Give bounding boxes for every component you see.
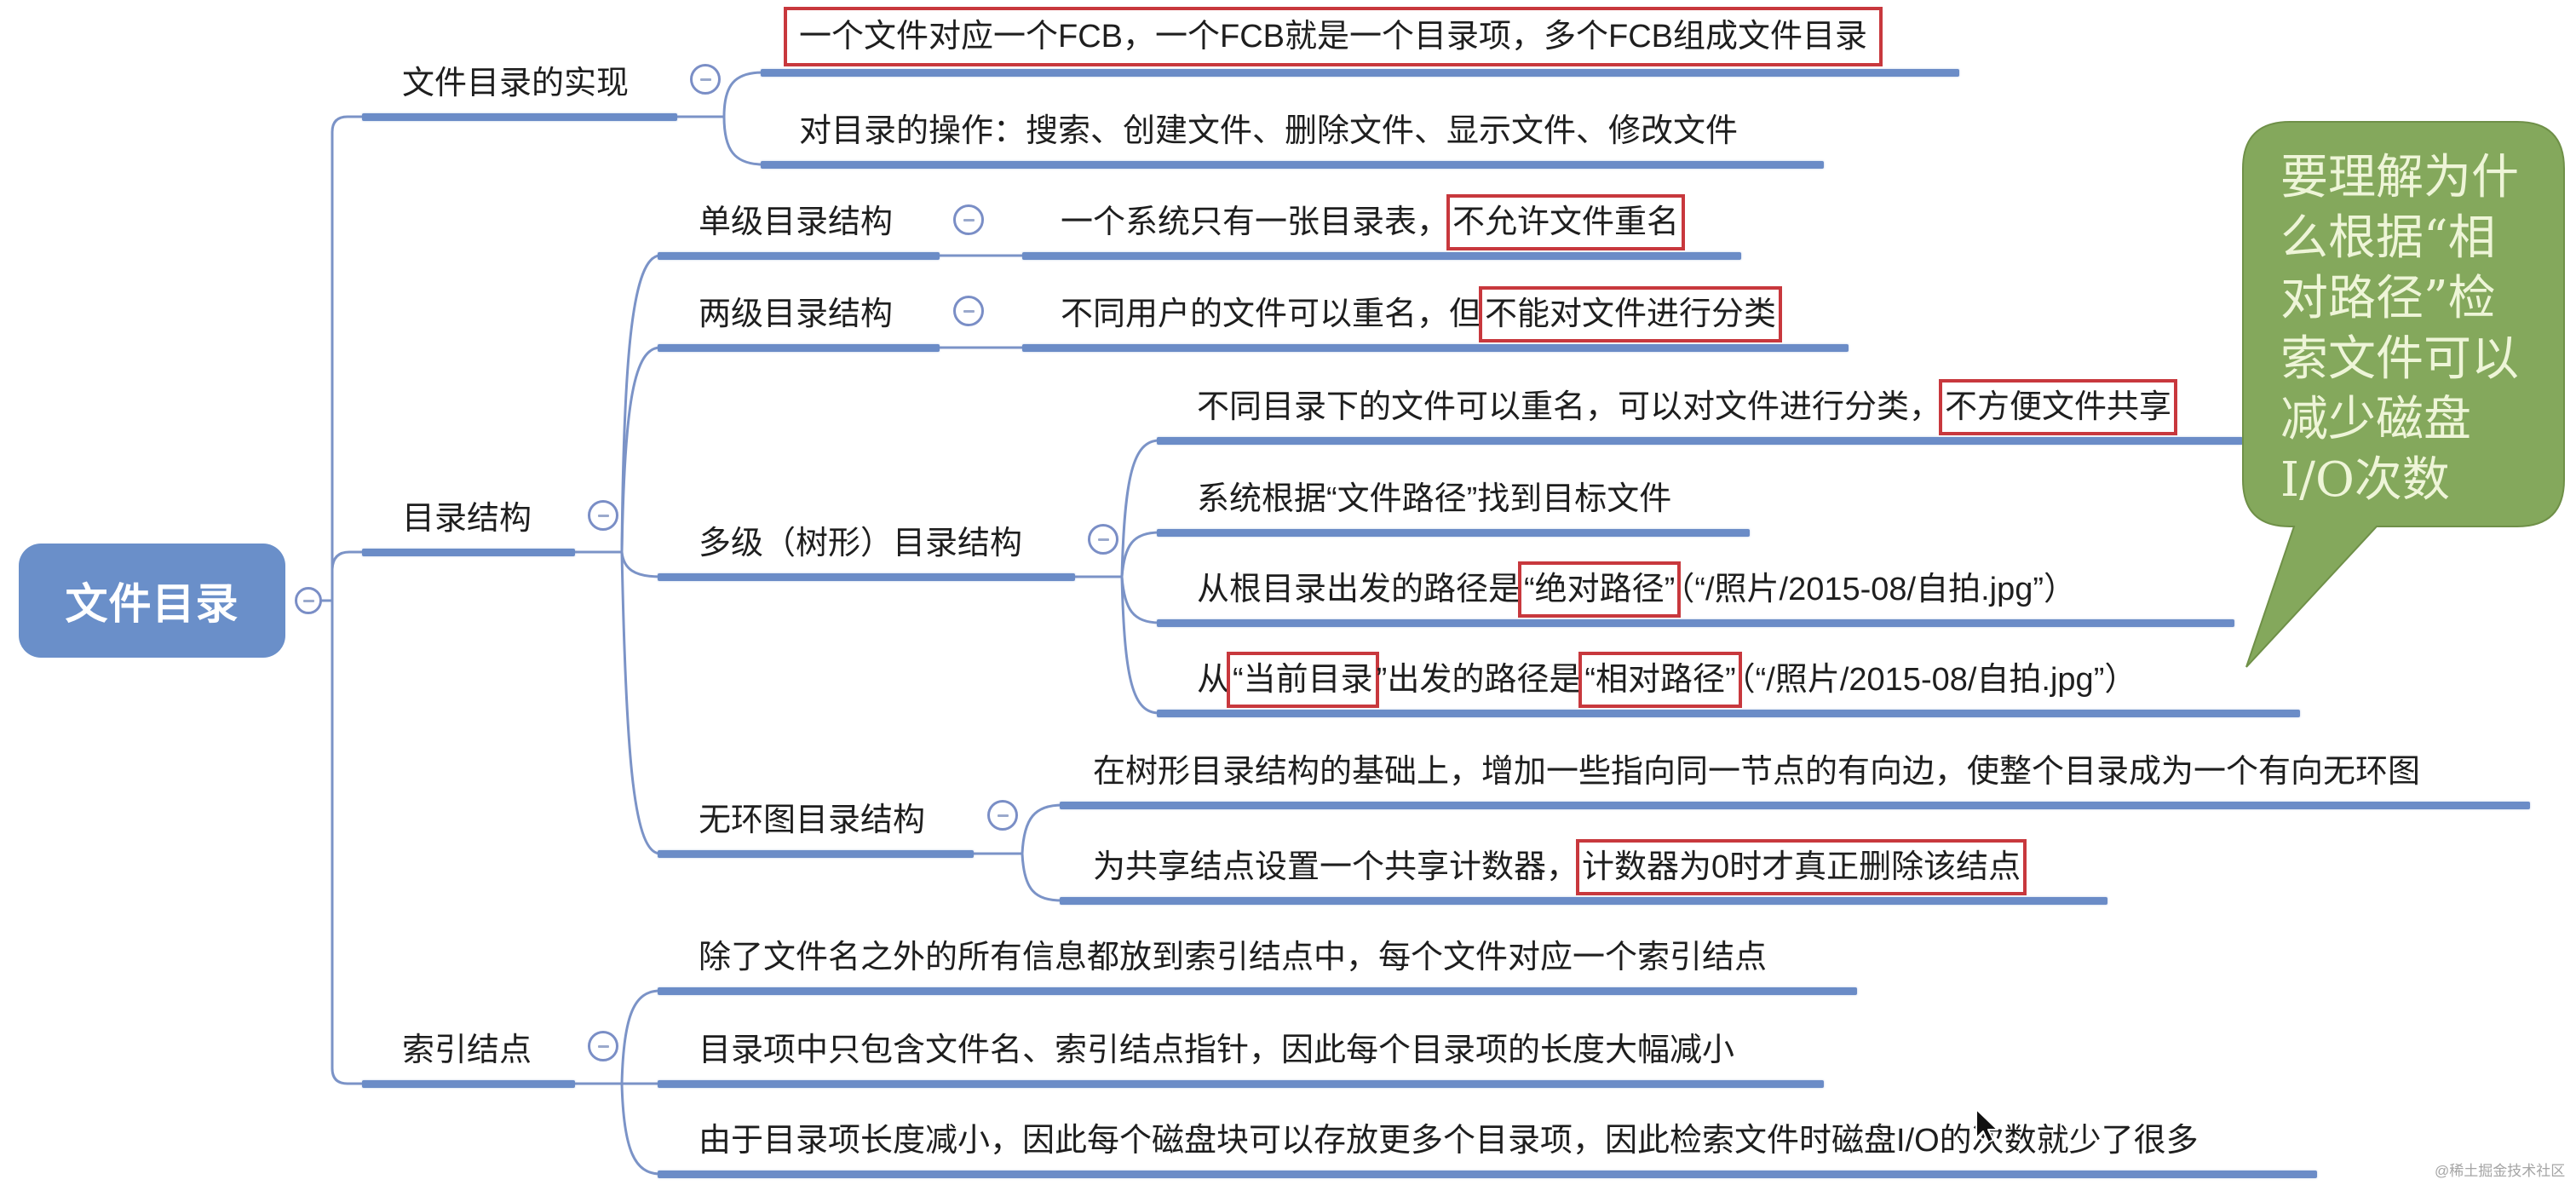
topic-underline — [658, 252, 940, 260]
topic-underline — [658, 344, 940, 352]
topic-underline — [658, 1080, 1824, 1088]
topic-index-node-detail-2[interactable]: 目录项中只包含文件名、索引结点指针，因此每个目录项的长度大幅减小 — [699, 1033, 1735, 1068]
root-topic[interactable]: 文件目录 — [19, 544, 285, 658]
topic-underline — [1022, 252, 1741, 260]
topic-fcb-definition[interactable]: 一个文件对应一个FCB，一个FCB就是一个目录项，多个FCB组成文件目录 — [784, 7, 1883, 66]
topic-underline — [1060, 897, 2107, 905]
minus-circle-icon — [1097, 538, 1109, 541]
root-collapse-toggle[interactable] — [295, 587, 322, 614]
highlight-box: “当前目录 — [1227, 652, 1379, 708]
topic-underline — [1157, 529, 1750, 537]
topic-two-level[interactable]: 两级目录结构 — [699, 296, 894, 332]
topic-acyclic-graph[interactable]: 无环图目录结构 — [699, 802, 926, 838]
highlight-box: 不允许文件重名 — [1446, 194, 1686, 250]
callout-line: 对路径”检 — [2280, 271, 2496, 326]
highlight-box: “绝对路径” — [1518, 561, 1682, 618]
text-segment: （“/照片/2015-08/自拍.jpg”） — [1739, 662, 2137, 698]
collapse-toggle[interactable] — [690, 64, 721, 95]
collapse-toggle[interactable] — [588, 500, 618, 531]
text-segment: 从 — [1197, 662, 1230, 698]
callout-line: 么根据“相 — [2280, 210, 2496, 266]
topic-underline — [761, 69, 1959, 77]
text-segment: ”出发的路径是 — [1376, 662, 1582, 698]
minus-circle-icon — [597, 514, 609, 517]
topic-underline — [658, 987, 1857, 995]
callout-text: 要理解为什 么根据“相 对路径”检 索文件可以 减少磁盘 I/O次数 — [2280, 147, 2553, 510]
callout-line: 减少磁盘 — [2280, 392, 2471, 447]
topic-multi-level-detail-1[interactable]: 不同目录下的文件可以重名，可以对文件进行分类，不方便文件共享 — [1197, 379, 2178, 435]
text-segment: （“/照片/2015-08/自拍.jpg”） — [1678, 572, 2077, 607]
topic-acyclic-detail-2[interactable]: 为共享结点设置一个共享计数器，计数器为0时才真正删除该结点 — [1093, 839, 2027, 895]
root-topic-label: 文件目录 — [65, 580, 239, 628]
highlight-box: “相对路径” — [1578, 652, 1742, 708]
collapse-toggle[interactable] — [987, 800, 1018, 831]
topic-underline — [658, 573, 1075, 581]
topic-underline — [658, 1171, 2317, 1178]
topic-index-node[interactable]: 索引结点 — [402, 1033, 532, 1068]
collapse-toggle[interactable] — [953, 204, 984, 235]
topic-underline — [1022, 344, 1849, 352]
callout-line: 要理解为什 — [2280, 150, 2519, 205]
mouse-pointer-icon — [1975, 1108, 1998, 1143]
minus-circle-icon — [963, 309, 975, 313]
watermark: @稀土掘金技术社区 — [2435, 1163, 2566, 1179]
callout-line: I/O次数 — [2280, 452, 2450, 508]
topic-underline — [658, 850, 974, 858]
text-segment: 一个系统只有一张目录表， — [1061, 204, 1450, 240]
text-segment: 不同用户的文件可以重名，但 — [1061, 296, 1482, 332]
topic-file-directory-implementation[interactable]: 文件目录的实现 — [402, 66, 630, 101]
minus-circle-icon — [997, 814, 1009, 817]
topic-multi-level-detail-3[interactable]: 从根目录出发的路径是“绝对路径”（“/照片/2015-08/自拍.jpg”） — [1197, 561, 2077, 618]
topic-underline — [1157, 619, 2234, 627]
minus-circle-icon — [963, 218, 975, 221]
topic-multi-level-detail-4[interactable]: 从“当前目录”出发的路径是“相对路径”（“/照片/2015-08/自拍.jpg”… — [1197, 652, 2137, 708]
minus-circle-icon — [699, 78, 711, 81]
minus-circle-icon — [597, 1044, 609, 1048]
topic-underline — [1060, 802, 2530, 809]
topic-multi-level-detail-2[interactable]: 系统根据“文件路径”找到目标文件 — [1197, 481, 1672, 517]
highlight-box: 不方便文件共享 — [1939, 379, 2178, 435]
topic-underline — [1157, 710, 2300, 717]
topic-single-level-detail[interactable]: 一个系统只有一张目录表，不允许文件重名 — [1061, 194, 1686, 250]
collapse-toggle[interactable] — [1088, 524, 1118, 555]
topic-directory-operations[interactable]: 对目录的操作：搜索、创建文件、删除文件、显示文件、修改文件 — [799, 113, 1739, 149]
topic-underline — [1157, 437, 2243, 445]
topic-underline — [362, 113, 677, 121]
collapse-toggle[interactable] — [953, 296, 984, 326]
topic-acyclic-detail-1[interactable]: 在树形目录结构的基础上，增加一些指向同一节点的有向边，使整个目录成为一个有向无环… — [1093, 754, 2421, 790]
collapse-toggle[interactable] — [588, 1031, 618, 1061]
topic-single-level[interactable]: 单级目录结构 — [699, 204, 894, 240]
highlight-box: 计数器为0时才真正删除该结点 — [1576, 839, 2027, 895]
text-segment: 为共享结点设置一个共享计数器， — [1093, 849, 1579, 885]
callout-line: 索文件可以 — [2280, 331, 2519, 387]
topic-underline — [362, 549, 575, 556]
topic-underline — [761, 161, 1824, 169]
topic-underline — [362, 1080, 575, 1088]
topic-two-level-detail[interactable]: 不同用户的文件可以重名，但不能对文件进行分类 — [1061, 286, 1783, 342]
topic-index-node-detail-1[interactable]: 除了文件名之外的所有信息都放到索引结点中，每个文件对应一个索引结点 — [699, 940, 1768, 975]
topic-directory-structure[interactable]: 目录结构 — [402, 501, 532, 537]
topic-index-node-detail-3[interactable]: 由于目录项长度减小，因此每个磁盘块可以存放更多个目录项，因此检索文件时磁盘I/O… — [699, 1123, 2199, 1159]
highlight-box: 一个文件对应一个FCB，一个FCB就是一个目录项，多个FCB组成文件目录 — [784, 7, 1883, 66]
highlight-box: 不能对文件进行分类 — [1479, 286, 1783, 342]
text-segment: 从根目录出发的路径是 — [1197, 572, 1521, 607]
topic-multi-level-tree[interactable]: 多级（树形）目录结构 — [699, 526, 1023, 561]
text-segment: 不同目录下的文件可以重名，可以对文件进行分类， — [1197, 389, 1942, 425]
minus-circle-icon — [302, 599, 314, 602]
